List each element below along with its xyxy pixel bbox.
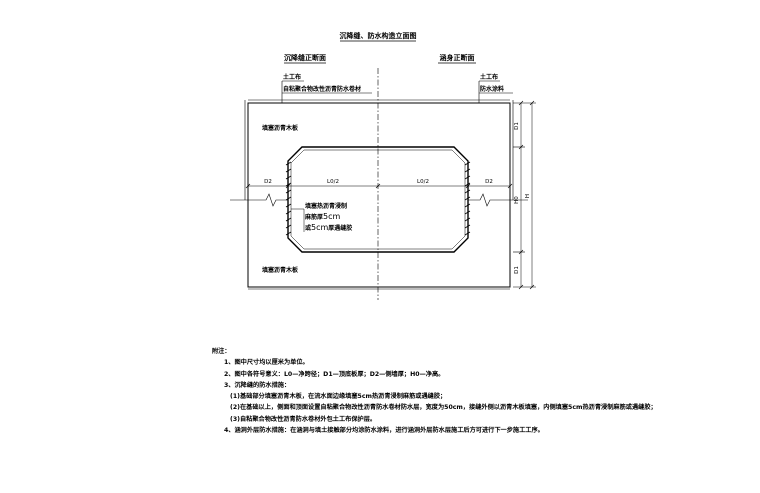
- joint-label-line2: 麻筋厚5cm: [304, 212, 341, 221]
- left-section-title: 沉降缝正断面: [284, 53, 326, 62]
- note-item-1: 1、图中尺寸均以厘米为单位。: [224, 359, 309, 367]
- dim-h: H: [525, 194, 531, 198]
- right-coating-label: 防水涂料: [480, 85, 504, 93]
- joint-label-line3: 或5cm厚遇缝胶: [305, 223, 352, 232]
- bottom-board-label: 填塞沥青木板: [262, 266, 299, 274]
- note-item-3-2: (2)在基础以上，侧面和顶面设置自粘聚合物改性沥青防水卷材防水层，宽度为50cm…: [230, 404, 657, 412]
- note-item-3-1: (1)基础部分填塞沥青木板，在流水面边缘填塞5cm热沥青浸制麻筋或遇缝胶；: [230, 393, 447, 401]
- right-fabric-label: 土工布: [480, 73, 498, 81]
- note-item-2: 2、图中各符号意义：L0—净跨径；D1—顶底板厚；D2—侧墙厚；H0—净高。: [224, 370, 445, 378]
- note-item-4: 4、涵洞外层防水措施：在涵洞与填土接触部分均涂防水涂料，进行涵洞外层防水层施工后…: [224, 427, 544, 435]
- note-item-3: 3、沉降缝的防水措施：: [224, 381, 291, 389]
- drawing-title: 沉降缝、防水构造立面图: [340, 31, 417, 40]
- left-membrane-label: 自粘聚合物改性沥青防水卷材: [283, 85, 361, 93]
- dim-l0-right: L0/2: [417, 179, 429, 185]
- left-fabric-label: 土工布: [283, 73, 301, 81]
- culvert-outer-outline: [247, 102, 511, 288]
- dim-d2-left: D2: [264, 179, 272, 185]
- dim-d1-bottom: D1: [514, 266, 520, 274]
- top-board-label: 填塞沥青木板: [262, 124, 299, 132]
- dim-d1-top: D1: [514, 122, 520, 130]
- dim-h0: H0: [514, 196, 520, 204]
- joint-label-line1: 填塞热沥青浸制: [305, 202, 347, 210]
- dim-d2-right: D2: [485, 179, 493, 185]
- notes-block: 附注： 1、图中尺寸均以厘米为单位。 2、图中各符号意义：L0—净跨径；D1—顶…: [206, 346, 751, 436]
- notes-heading: 附注：: [212, 348, 231, 355]
- right-joint-filler: [464, 161, 471, 236]
- culvert-inner-opening: [287, 146, 469, 253]
- left-joint-filler: [285, 161, 292, 236]
- note-item-3-3: (3)自粘聚合物改性沥青防水卷材外包土工布保护层。: [230, 415, 377, 423]
- break-line: [230, 193, 528, 207]
- dim-l0-left: L0/2: [327, 179, 339, 185]
- right-section-title: 涵身正断面: [440, 53, 475, 62]
